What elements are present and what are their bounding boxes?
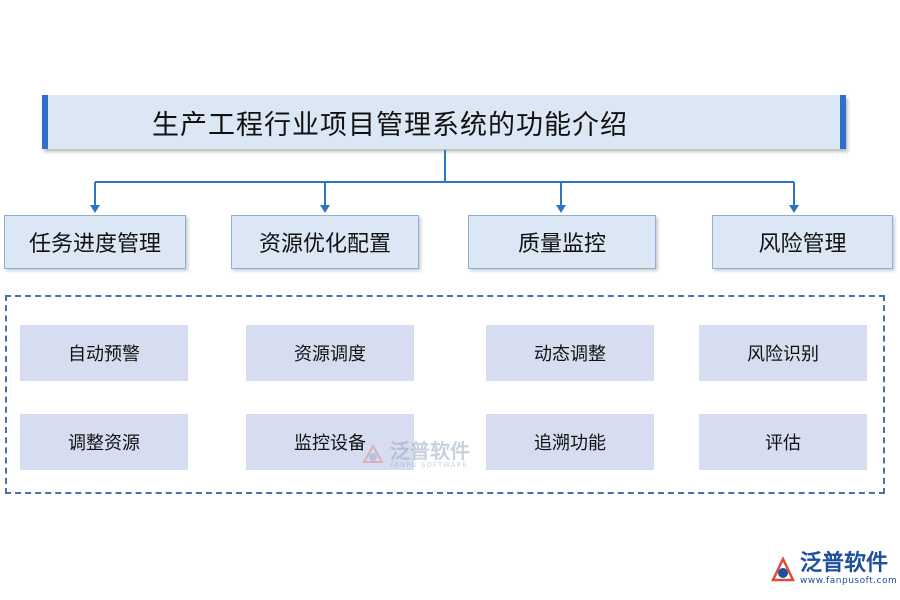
watermark-subtext: FANPU SOFTWARE [390, 461, 468, 469]
feature-group-frame [5, 295, 885, 494]
category-quality-monitoring: 质量监控 [468, 215, 656, 269]
watermark-text: 泛普软件 [390, 439, 470, 463]
feature-equipment-monitoring: 监控设备 [246, 414, 414, 470]
logo-url-text: www.fanpusoft.com [800, 576, 898, 586]
brand-logo: 泛普软件 www.fanpusoft.com [770, 553, 897, 586]
arrowhead-2 [320, 205, 330, 213]
feature-resource-scheduling: 资源调度 [246, 325, 414, 381]
category-risk-management: 风险管理 [712, 215, 893, 269]
diagram-title: 生产工程行业项目管理系统的功能介绍 [152, 110, 628, 141]
feature-traceability: 追溯功能 [486, 414, 654, 470]
fanpu-logo-icon [771, 555, 795, 581]
feature-auto-warning: 自动预警 [20, 325, 188, 381]
logo-brand-text: 泛普软件 [800, 551, 889, 576]
category-resource-optimization: 资源优化配置 [231, 215, 419, 269]
category-task-progress: 任务进度管理 [4, 215, 186, 269]
arrowhead-1 [90, 205, 100, 213]
feature-risk-identification: 风险识别 [699, 325, 867, 381]
arrowhead-3 [556, 205, 566, 213]
fanpu-watermark-icon [362, 443, 384, 463]
arrowhead-4 [789, 205, 799, 213]
feature-adjust-resources: 调整资源 [20, 414, 188, 470]
feature-dynamic-adjustment: 动态调整 [486, 325, 654, 381]
feature-assessment: 评估 [699, 414, 867, 470]
watermark: 泛普软件 FANPU SOFTWARE [360, 441, 470, 469]
diagram-title-box: 生产工程行业项目管理系统的功能介绍 [42, 95, 846, 149]
